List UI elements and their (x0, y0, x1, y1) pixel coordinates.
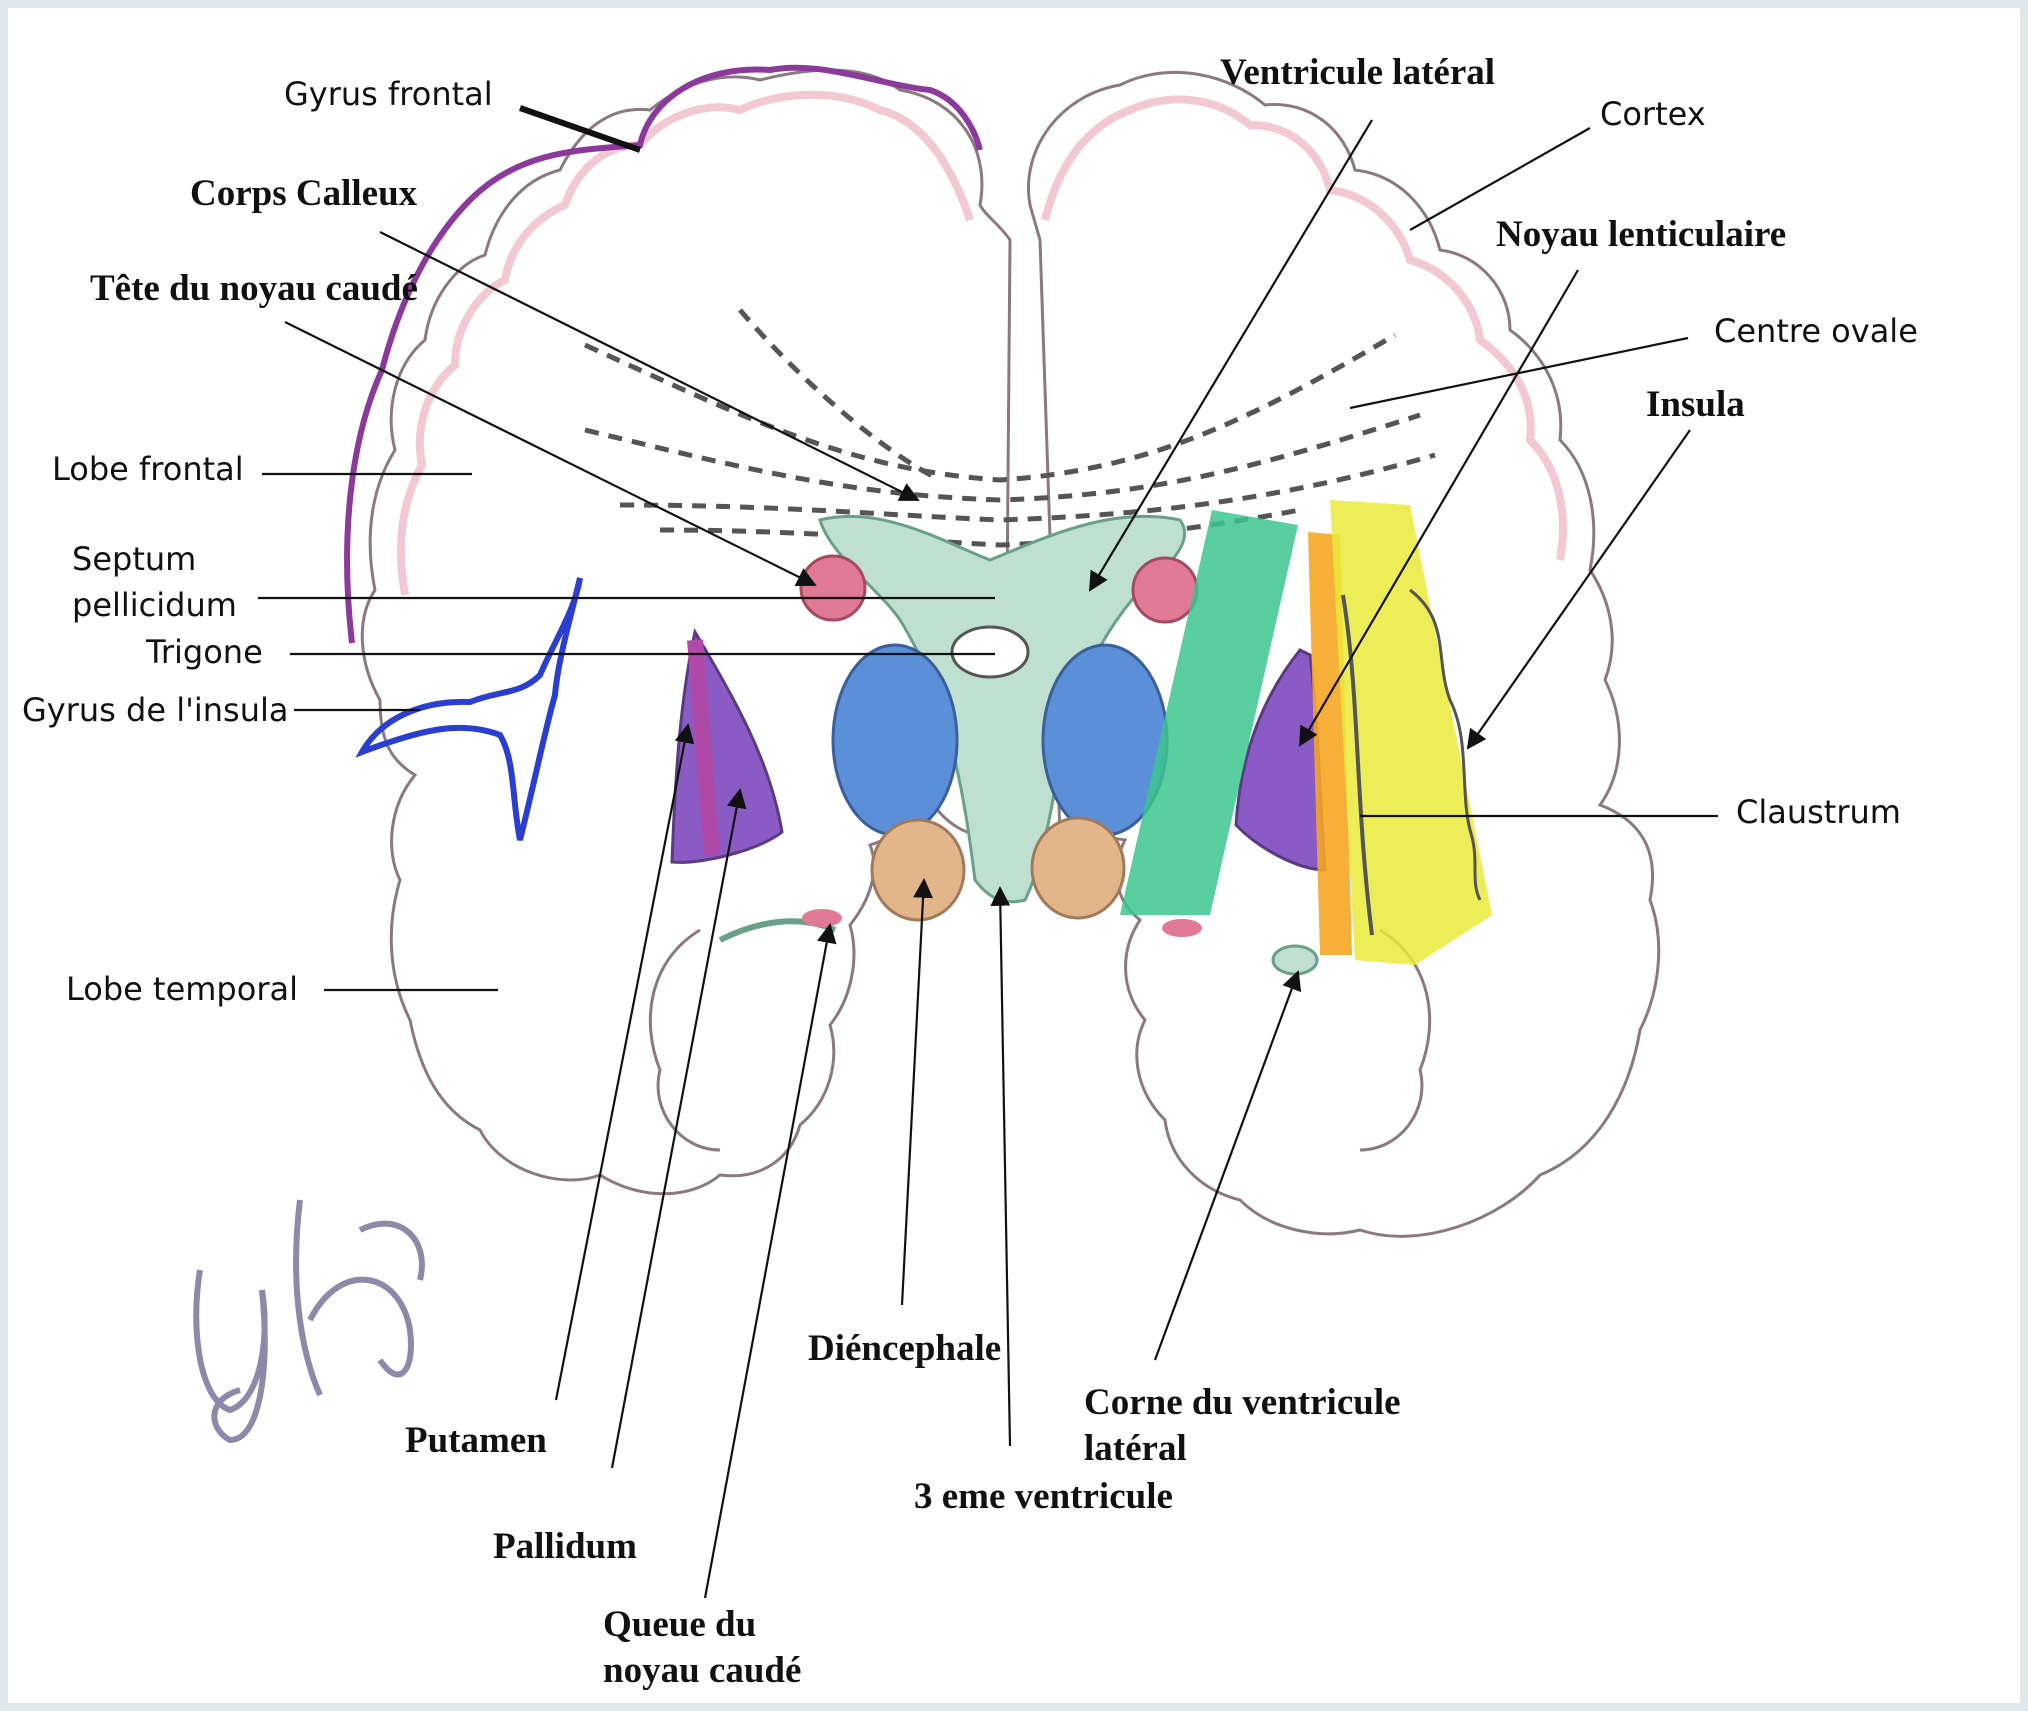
leader-diencephale (902, 880, 924, 1305)
caudate-head-left (801, 556, 865, 620)
diencephalon-right (1032, 818, 1124, 918)
thalamus-left (833, 645, 957, 835)
label-gyrus-frontal: Gyrus frontal (284, 76, 493, 113)
label-insula: Insula (1646, 384, 1745, 427)
label-pallidum: Pallidum (493, 1526, 637, 1569)
tail-caudate-dot-right (1162, 919, 1202, 937)
label-corne-ventricule: Corne du ventricule latéral (1084, 1380, 1401, 1472)
leader-3eme-ventricule (1000, 888, 1010, 1446)
label-3eme-ventricule: 3 eme ventricule (914, 1476, 1173, 1519)
diencephalon-left (872, 820, 964, 920)
label-queue-noyau-caude: Queue du noyau caudé (603, 1602, 801, 1694)
label-tete-noyau-caude: Tête du noyau caudé (90, 268, 418, 311)
label-lobe-frontal: Lobe frontal (52, 451, 244, 488)
label-centre-ovale: Centre ovale (1714, 313, 1918, 350)
label-gyrus-insula: Gyrus de l'insula (22, 692, 289, 729)
label-trigone: Trigone (146, 634, 263, 671)
label-claustrum: Claustrum (1736, 794, 1901, 831)
temporal-horn-right (1273, 946, 1317, 974)
trigone-shape (952, 627, 1028, 677)
caudate-head-right (1133, 558, 1197, 622)
label-lobe-temporal: Lobe temporal (66, 971, 298, 1008)
label-putamen: Putamen (405, 1420, 547, 1463)
artist-signature (196, 1200, 422, 1440)
label-diencephale: Diéncephale (808, 1328, 1001, 1371)
label-cortex: Cortex (1600, 96, 1706, 133)
label-ventricule-lateral: Ventricule latéral (1220, 52, 1495, 95)
label-noyau-lenticulaire: Noyau lenticulaire (1496, 214, 1786, 257)
label-corps-calleux: Corps Calleux (190, 173, 417, 216)
tail-caudate-dot (802, 909, 842, 927)
label-septum: Septum pellicidum (72, 536, 237, 628)
